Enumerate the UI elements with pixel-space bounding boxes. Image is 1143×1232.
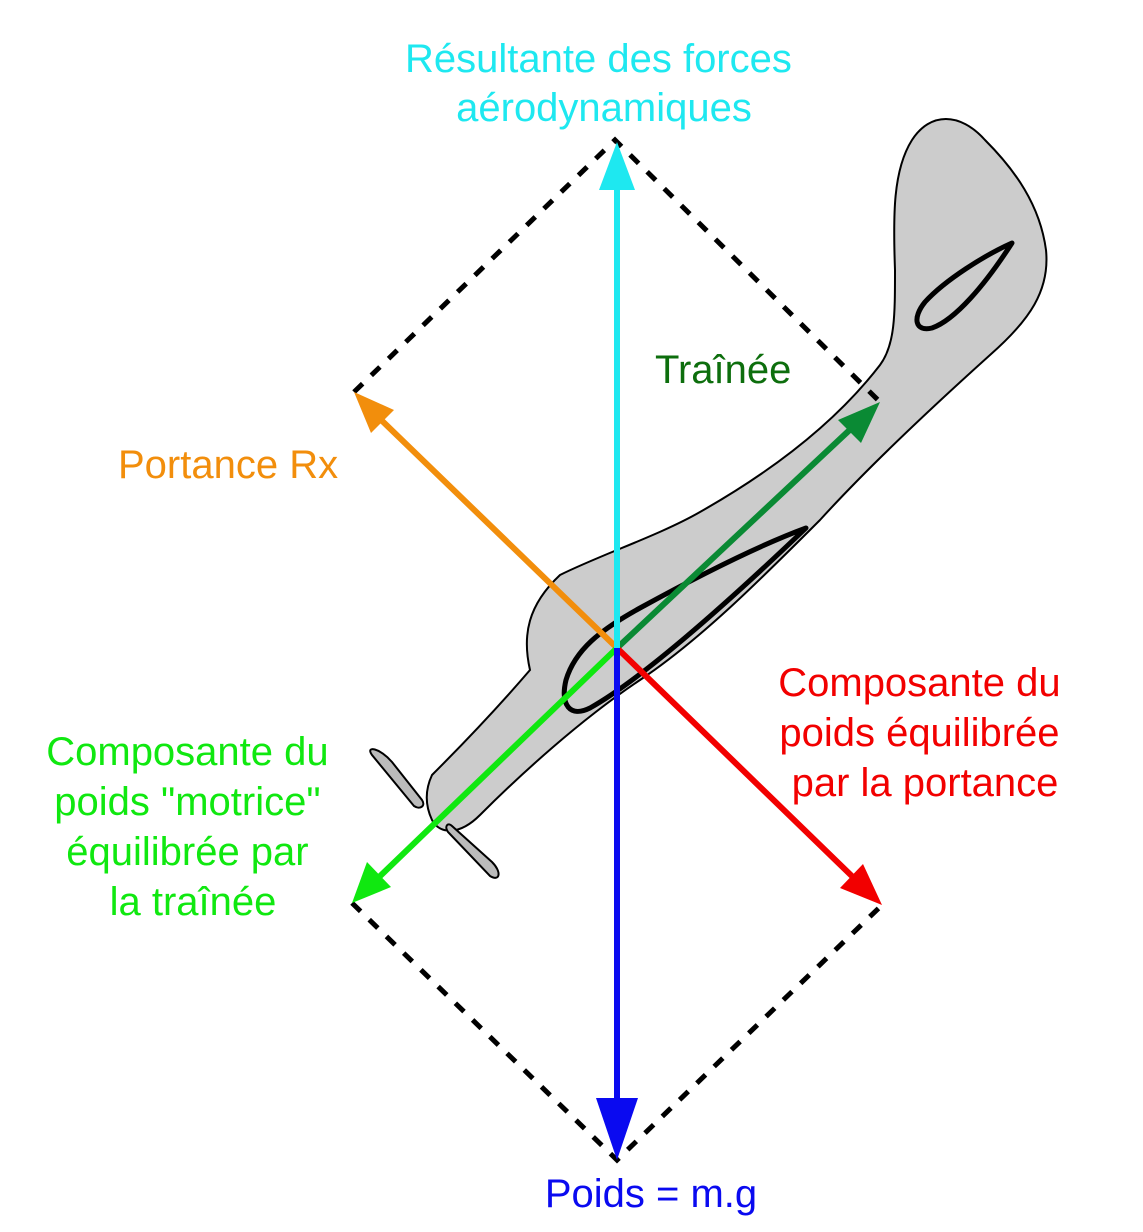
composante-portance-arrow bbox=[614, 645, 882, 905]
propeller-blade-lower bbox=[445, 823, 500, 879]
portance-label: Portance Rx bbox=[118, 443, 338, 487]
poids-arrow bbox=[596, 648, 638, 1160]
wing-airfoil-icon bbox=[561, 525, 809, 714]
trainee-label: Traînée bbox=[655, 348, 791, 392]
propeller-blade-upper bbox=[369, 748, 425, 809]
composante-trainee-line-1: Composante du bbox=[46, 730, 328, 774]
poids-label: Poids = m.g bbox=[545, 1172, 757, 1216]
resultante-arrow bbox=[599, 142, 635, 648]
resultante-label: Résultante des forces aérodynamiques bbox=[405, 37, 803, 130]
upper-dashed-rectangle bbox=[352, 136, 882, 404]
trainee-arrow bbox=[614, 402, 880, 651]
composante-trainee-line-2: poids "motrice" bbox=[54, 780, 320, 824]
composante-portance-line-3: par la portance bbox=[792, 761, 1059, 805]
composante-trainee-label: Composante du poids "motrice" équilibrée… bbox=[46, 730, 340, 924]
resultante-label-line-2: aérodynamiques bbox=[456, 86, 752, 130]
composante-trainee-arrow bbox=[352, 645, 620, 903]
tail-airfoil-icon bbox=[914, 240, 1015, 332]
composante-trainee-line-4: la traînée bbox=[110, 880, 277, 924]
composante-portance-line-2: poids équilibrée bbox=[779, 711, 1059, 755]
portance-arrow bbox=[354, 392, 620, 651]
composante-portance-line-1: Composante du bbox=[778, 661, 1060, 705]
resultante-label-line-1: Résultante des forces bbox=[405, 37, 792, 81]
composante-trainee-line-3: équilibrée par bbox=[66, 830, 308, 874]
composante-portance-label: Composante du poids équilibrée par la po… bbox=[778, 661, 1072, 805]
